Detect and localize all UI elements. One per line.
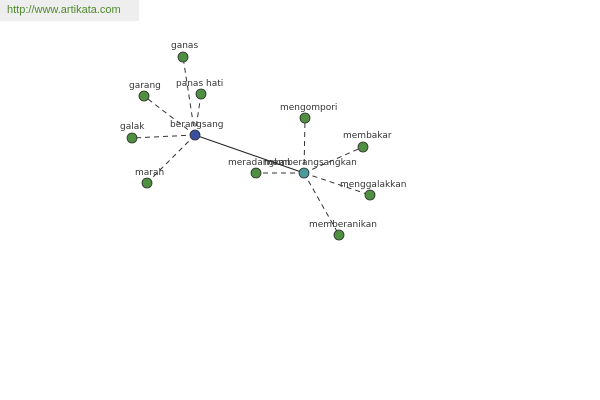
node-garang[interactable] xyxy=(138,90,150,102)
node-menggalakkan[interactable] xyxy=(364,189,376,201)
node-label-membakar: membakar xyxy=(343,131,392,141)
edge-berangsang-galak xyxy=(131,134,196,139)
node-label-galak: galak xyxy=(120,122,145,132)
node-label-mengompori: mengompori xyxy=(280,103,337,113)
node-label-memberanikan: memberanikan xyxy=(309,220,377,230)
edge-memberangsangkan-menggalakkan xyxy=(303,172,371,196)
node-meradangkan[interactable] xyxy=(250,167,262,179)
nodes-layer xyxy=(126,51,376,241)
node-label-marah: marah xyxy=(135,168,164,178)
node-label-meradangkan: meradangkan xyxy=(228,158,290,168)
node-membakar[interactable] xyxy=(357,141,369,153)
edges-layer xyxy=(131,56,371,236)
node-memberanikan[interactable] xyxy=(333,229,345,241)
node-label-memberangsangkan: memberangsangkan xyxy=(264,158,357,168)
node-panas-hati[interactable] xyxy=(195,88,207,100)
edge-memberangsangkan-memberanikan xyxy=(303,172,340,236)
node-mengompori[interactable] xyxy=(299,112,311,124)
node-galak[interactable] xyxy=(126,132,138,144)
edge-memberangsangkan-mengompori xyxy=(303,117,306,174)
edge-berangsang-panas-hati xyxy=(194,93,202,136)
node-marah[interactable] xyxy=(141,177,153,189)
node-label-menggalakkan: menggalakkan xyxy=(340,180,406,190)
labels-layer: berangsang memberangsangkan ganas panas hat… xyxy=(120,41,406,230)
node-label-berangsang: berangsang xyxy=(170,120,224,130)
node-label-panas-hati: panas hati xyxy=(176,79,223,89)
node-label-ganas: ganas xyxy=(171,41,198,51)
watermark-url: http://www.artikata.com xyxy=(0,0,139,21)
edge-berangsang-garang xyxy=(143,95,196,136)
edge-memberangsangkan-membakar xyxy=(303,146,364,174)
node-memberangsangkan[interactable] xyxy=(298,167,310,179)
edge-berangsang-ganas xyxy=(182,56,196,136)
edge-berangsang-marah xyxy=(146,134,196,184)
edge-berangsang-memberangsangkan xyxy=(194,134,305,174)
node-label-garang: garang xyxy=(129,81,161,91)
node-ganas[interactable] xyxy=(177,51,189,63)
node-berangsang[interactable] xyxy=(189,129,201,141)
